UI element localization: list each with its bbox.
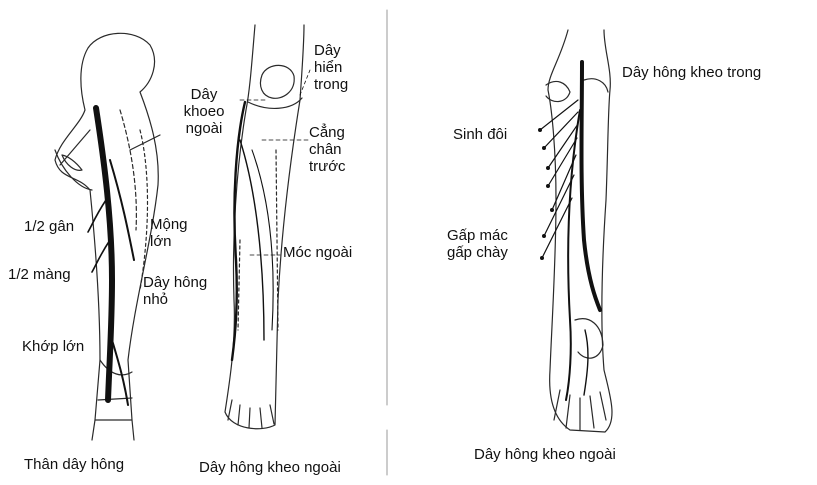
label-medial-popliteal: Dây hông kheo trong	[622, 64, 761, 81]
caption-panel1: Thân dây hông	[24, 456, 124, 473]
leader-lines-panel2	[240, 70, 310, 255]
branch-dots	[538, 128, 554, 260]
caption-panel3: Dây hông kheo ngoài	[474, 446, 616, 463]
label-small-sciatic: Dây hông nhỏ	[143, 274, 207, 308]
medial-popliteal-nerve	[566, 62, 600, 400]
sciatic-trunk-nerve	[88, 108, 134, 405]
label-external-hook: Móc ngoài	[283, 244, 352, 261]
label-gluteus-major: Mộng lớn	[150, 216, 188, 250]
muscle-branches	[540, 100, 578, 258]
label-half-membrane: 1/2 màng	[8, 266, 71, 283]
label-anterior-tibial: Cẳng chân trước	[309, 124, 346, 175]
label-lateral-popliteal: Dây khoeo ngoài	[165, 86, 243, 137]
label-half-tendon: 1/2 gân	[24, 218, 74, 235]
label-gastrocnemius: Sinh đôi	[453, 126, 507, 143]
label-flexors: Gấp mác gấp chày	[447, 227, 508, 261]
label-saphenous-internal: Dây hiển trong	[314, 42, 348, 93]
caption-panel2: Dây hông kheo ngoài	[199, 459, 341, 476]
label-great-adductor: Khớp lớn	[22, 338, 84, 355]
